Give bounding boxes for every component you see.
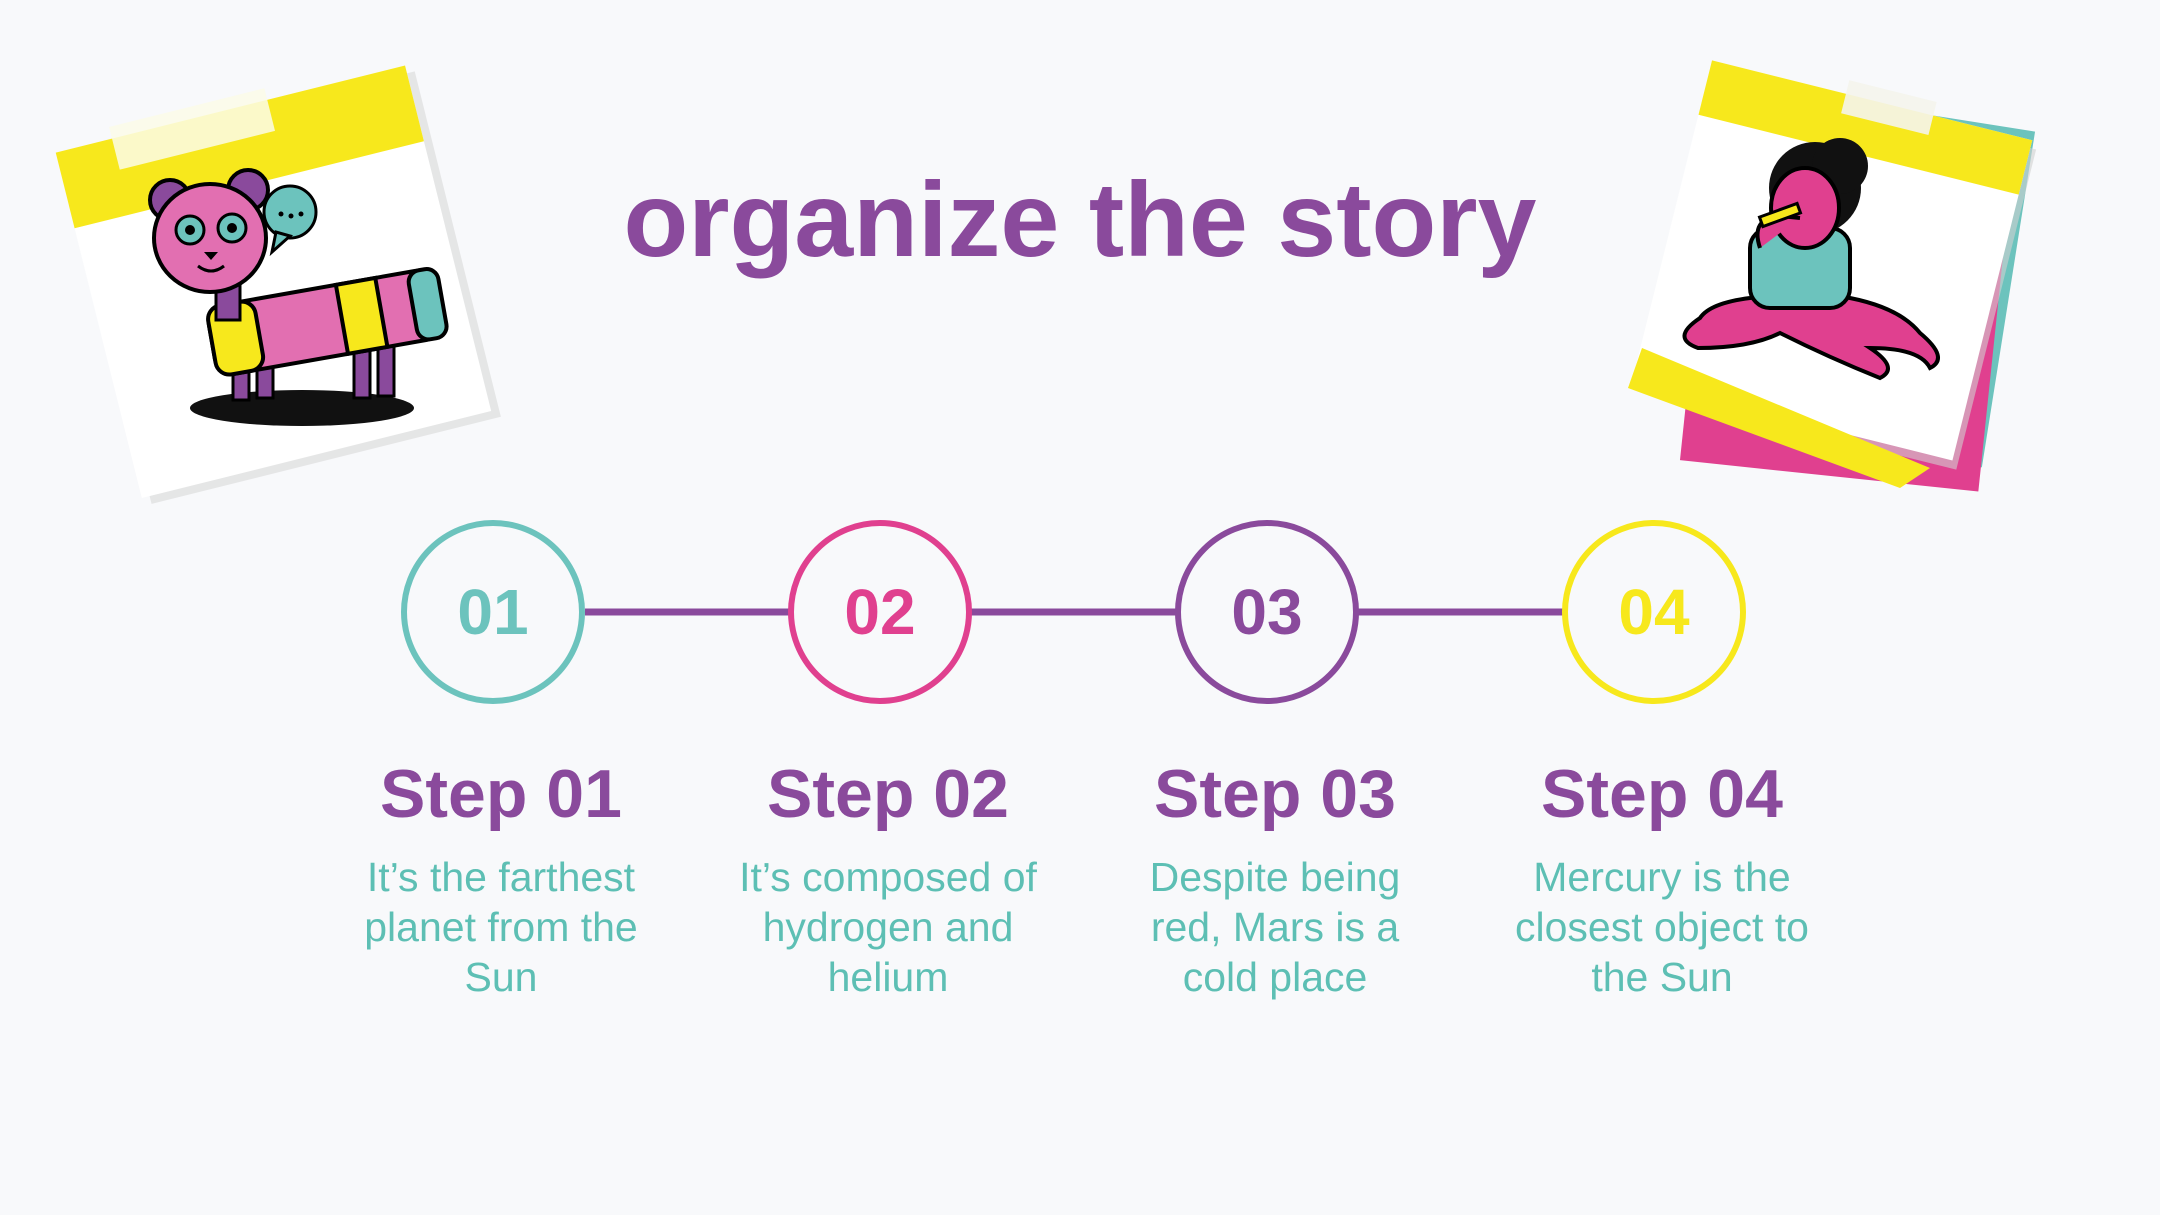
step-circle-02: 02 bbox=[788, 520, 972, 704]
robot-cat-illustration bbox=[55, 65, 501, 504]
octopus-person-illustration bbox=[1628, 60, 2037, 492]
step-description-01: It’s the farthest planet from the Sun bbox=[364, 854, 638, 1000]
page-title: organize the story bbox=[623, 161, 1537, 279]
step-circle-01: 01 bbox=[401, 520, 585, 704]
step-title-01: Step 01 bbox=[380, 756, 622, 832]
step-title-02: Step 02 bbox=[767, 756, 1009, 832]
step-description-03: Despite being red, Mars is a cold place bbox=[1149, 854, 1401, 1000]
step-description-04: Mercury is the closest object to the Sun bbox=[1515, 854, 1809, 1000]
step-description-02: It’s composed of hydrogen and helium bbox=[739, 854, 1037, 1000]
step-title-03: Step 03 bbox=[1154, 756, 1396, 832]
step-circle-04: 04 bbox=[1562, 520, 1746, 704]
step-circle-03: 03 bbox=[1175, 520, 1359, 704]
step-title-04: Step 04 bbox=[1541, 756, 1783, 832]
